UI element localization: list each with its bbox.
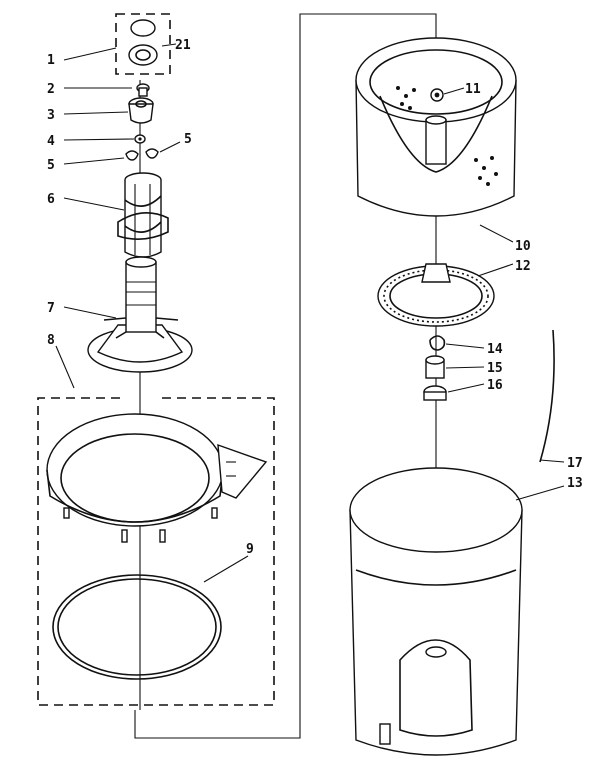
callout-15: 15	[487, 361, 503, 376]
callout-16: 16	[487, 378, 503, 393]
callout-1: 1	[47, 53, 55, 68]
part-15-spline	[425, 355, 445, 379]
part-6-agitator-auger	[117, 172, 169, 258]
callout-4: 4	[47, 134, 55, 149]
part-21-seal-inner	[135, 49, 151, 61]
callout-13: 13	[567, 476, 583, 491]
leader-lines	[55, 43, 565, 583]
part-16-hub-nut	[423, 385, 447, 401]
part-3-cap-nut	[128, 97, 154, 124]
part-9-gasket	[52, 574, 222, 680]
callout-14: 14	[487, 342, 503, 357]
part-12-drive-block	[377, 263, 495, 327]
tub-ring	[46, 413, 268, 543]
callout-17: 17	[567, 456, 583, 471]
callout-21: 21	[175, 38, 191, 53]
callout-6: 6	[47, 192, 55, 207]
callout-8: 8	[47, 333, 55, 348]
callout-9: 9	[246, 542, 254, 557]
part-2-screw	[136, 83, 150, 97]
cap-group-box	[115, 13, 171, 75]
part-17-hose	[539, 329, 555, 463]
part-14-snap-ring	[429, 335, 446, 351]
tub-ring-group-box	[37, 397, 275, 706]
part-21-seal-ring	[128, 44, 158, 66]
part-10-spin-basket	[355, 37, 517, 217]
callout-2: 2	[47, 82, 55, 97]
callout-5-left: 5	[47, 158, 55, 173]
assembly-connector-line	[134, 13, 437, 739]
callout-12: 12	[515, 259, 531, 274]
part-7-agitator-base	[87, 256, 193, 373]
callout-11: 11	[465, 82, 481, 97]
callout-3: 3	[47, 108, 55, 123]
callout-7: 7	[47, 301, 55, 316]
callout-5-right: 5	[184, 132, 192, 147]
part-11-nut	[430, 88, 444, 102]
part-13-outer-tub	[349, 467, 523, 756]
part-5-clips	[125, 148, 159, 161]
callout-10: 10	[515, 239, 531, 254]
part-1-cap	[130, 19, 156, 37]
part-4-washer	[134, 134, 146, 144]
